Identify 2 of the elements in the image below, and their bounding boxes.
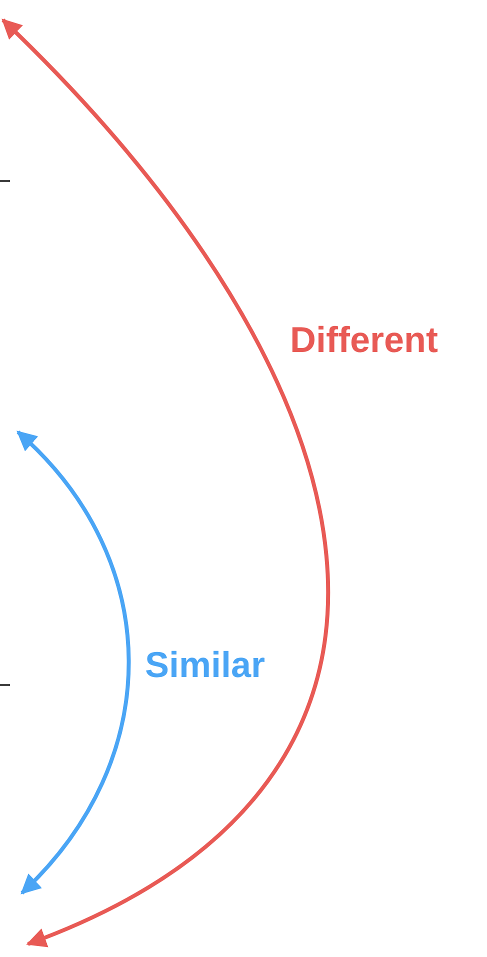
arrow-label: Similar bbox=[145, 647, 266, 683]
arrow-label: Different bbox=[290, 322, 438, 358]
